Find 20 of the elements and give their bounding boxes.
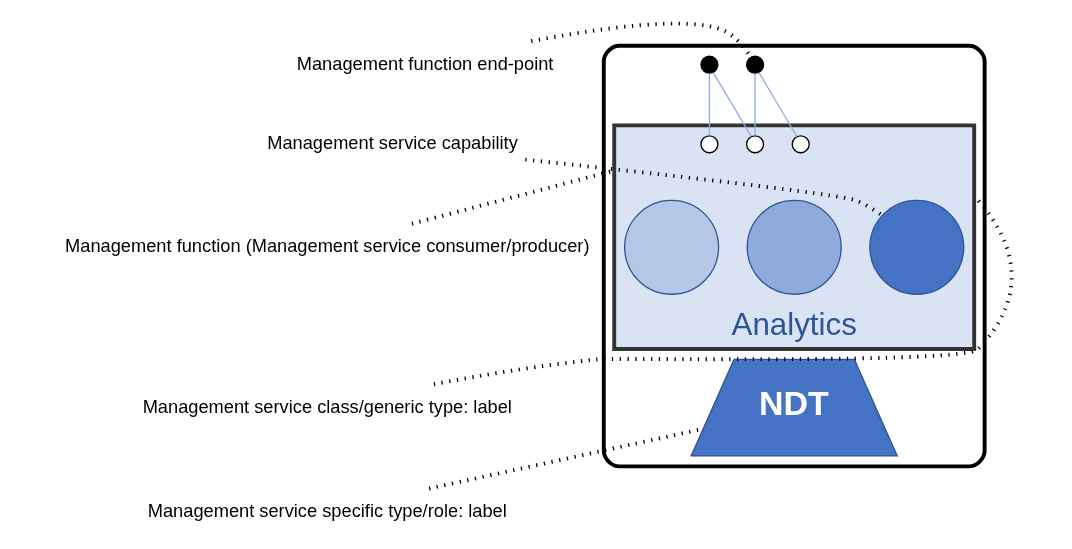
cluster	[601, 43, 987, 469]
node-text: Management service class/generic type: label	[142, 395, 512, 417]
node-circle	[623, 199, 719, 295]
connector	[757, 71, 797, 138]
node-text: Management function (Management service consumer/producer)	[64, 235, 590, 257]
connector	[712, 71, 752, 138]
node-circle	[699, 135, 719, 154]
node-text: Management service capability	[266, 132, 518, 154]
connector	[524, 157, 883, 217]
node-circle	[699, 55, 719, 74]
node-circle	[745, 55, 764, 74]
node-circle	[745, 135, 764, 154]
node-circle	[746, 199, 842, 295]
cluster: Analytics	[611, 123, 976, 351]
node-text: Management service specific type/role: label	[147, 499, 507, 521]
node-circle	[791, 135, 810, 154]
node-circle	[868, 199, 964, 295]
node-text: Management function end-point	[296, 52, 553, 74]
connector	[708, 73, 710, 137]
connector	[753, 73, 756, 137]
